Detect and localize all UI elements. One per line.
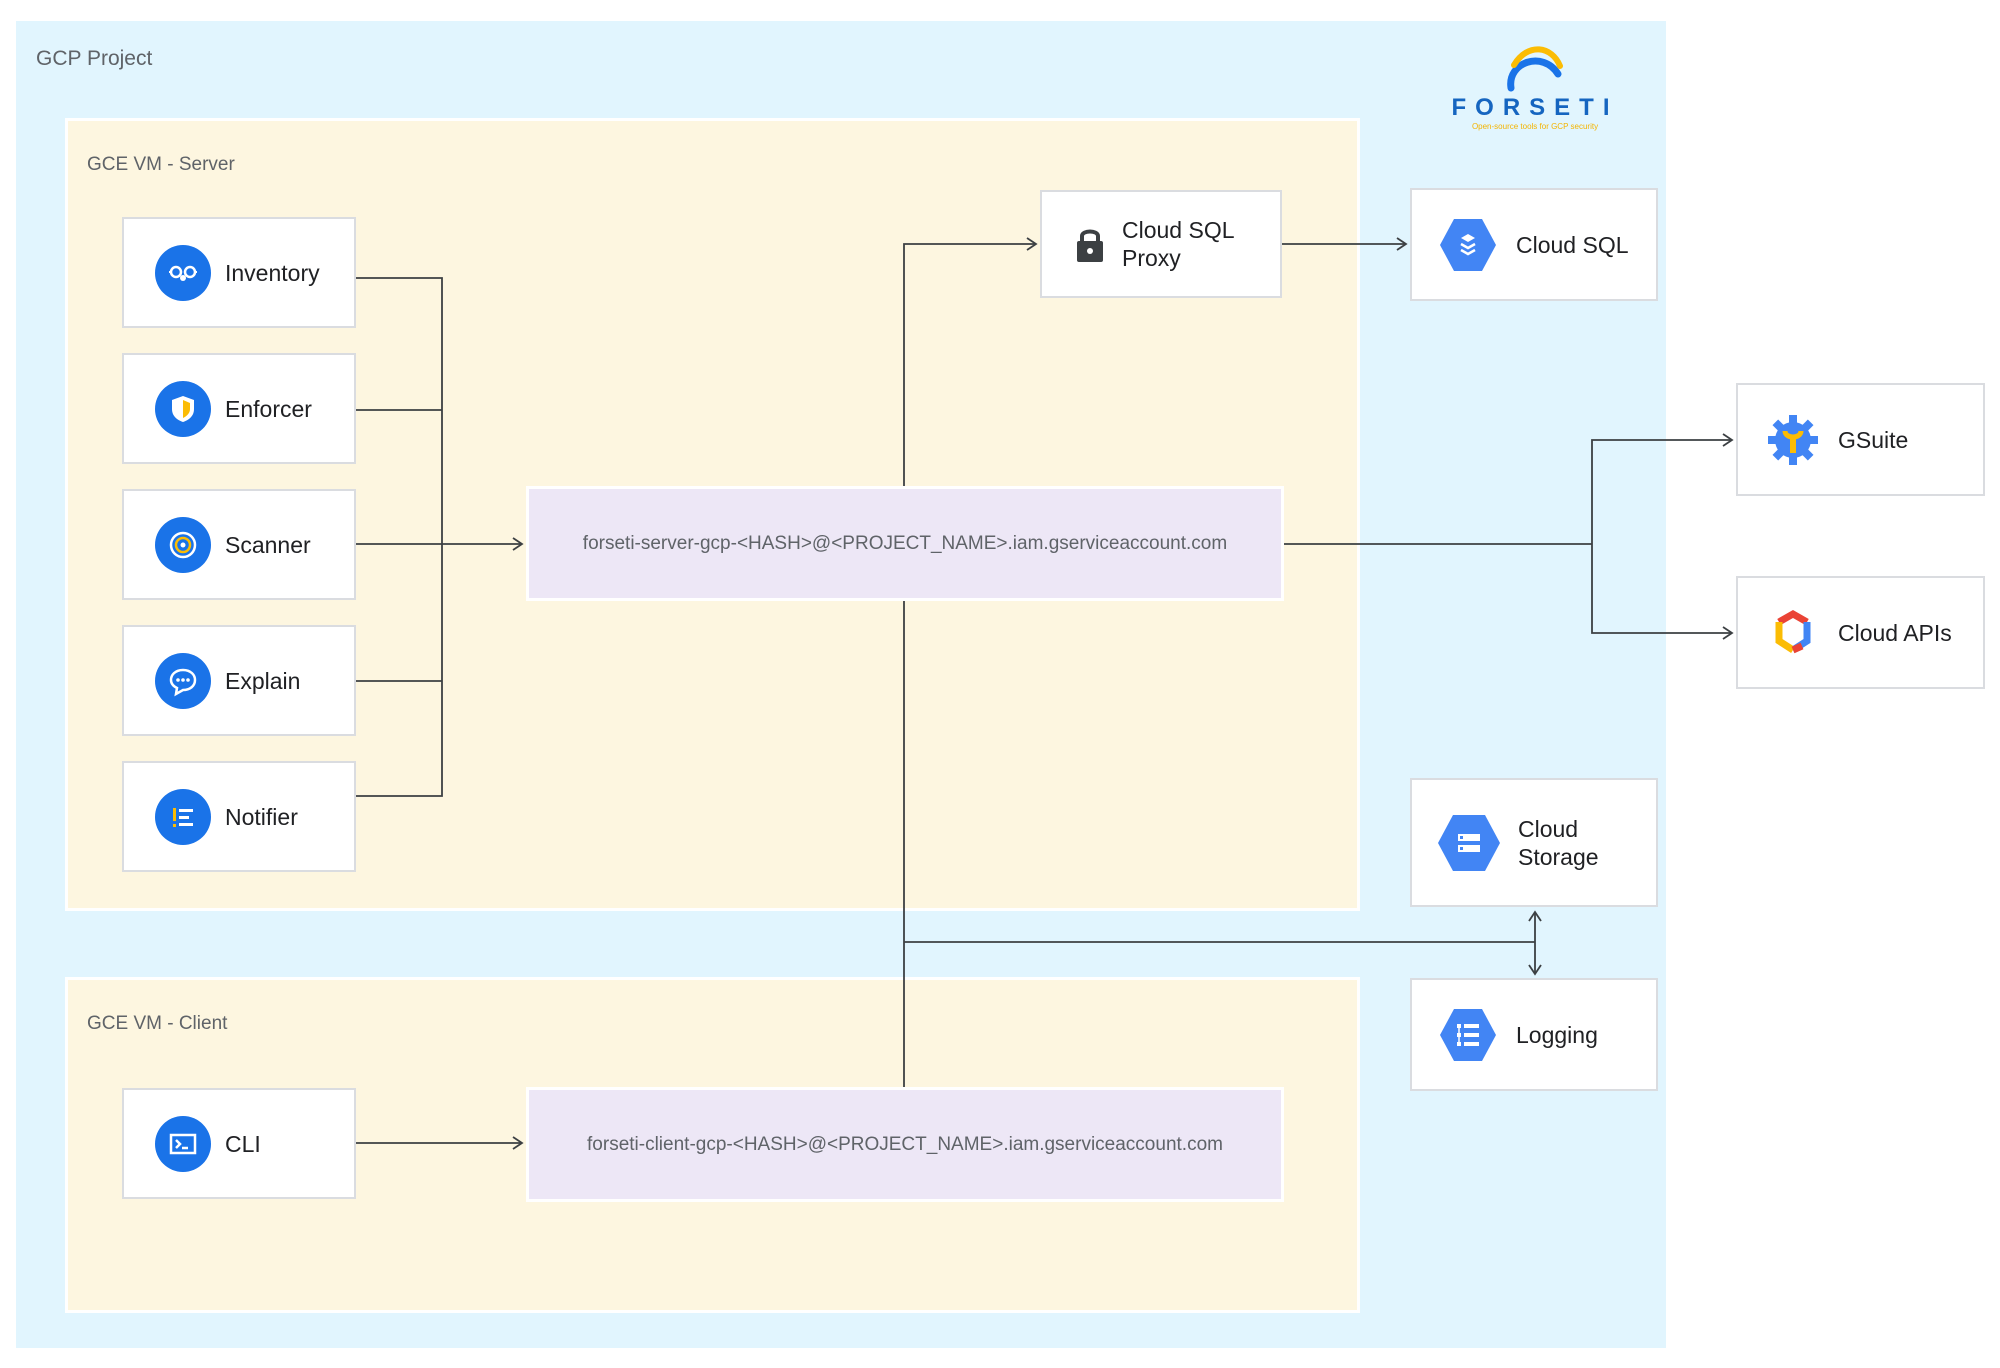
- connector-inventory: [356, 277, 443, 797]
- inventory-label: Inventory: [225, 259, 320, 286]
- explain-label: Explain: [225, 667, 301, 694]
- notifier-module[interactable]: Notifier: [122, 761, 356, 872]
- cloud-sql-proxy-box[interactable]: Cloud SQL Proxy: [1040, 190, 1282, 298]
- cloud-sql-proxy-line1: Cloud SQL: [1122, 217, 1235, 243]
- cloud-apis-hexagon-icon: [1766, 606, 1820, 660]
- notifier-list-icon: [155, 788, 211, 845]
- logging-label: Logging: [1516, 1021, 1598, 1048]
- connector-to-gsuite: [1591, 433, 1734, 544]
- cloud-sql-label: Cloud SQL: [1516, 231, 1629, 258]
- cloud-apis-service[interactable]: Cloud APIs: [1736, 576, 1985, 689]
- scanner-module[interactable]: Scanner: [122, 489, 356, 600]
- logging-icon: [1438, 1007, 1498, 1063]
- logging-service[interactable]: Logging: [1410, 978, 1658, 1091]
- inventory-icon: [155, 244, 211, 301]
- connector-to-cloud-apis: [1591, 544, 1734, 640]
- client-service-account[interactable]: forseti-client-gcp-<HASH>@<PROJECT_NAME>…: [526, 1087, 1284, 1202]
- inventory-module[interactable]: Inventory: [122, 217, 356, 328]
- server-service-account[interactable]: forseti-server-gcp-<HASH>@<PROJECT_NAME>…: [526, 486, 1284, 601]
- lock-icon: [1074, 224, 1106, 264]
- cloud-sql-proxy-line2: Proxy: [1122, 245, 1181, 271]
- cloud-storage-service[interactable]: Cloud Storage: [1410, 778, 1658, 907]
- scanner-label: Scanner: [225, 531, 311, 558]
- forseti-logo-icon: [1507, 46, 1563, 92]
- gsuite-service[interactable]: GSuite: [1736, 383, 1985, 496]
- client-vm-label: GCE VM - Client: [87, 1013, 228, 1034]
- cloud-storage-line1: Cloud: [1518, 815, 1579, 842]
- explain-module[interactable]: Explain: [122, 625, 356, 736]
- forseti-logo-tagline: Open-source tools for GCP security: [1471, 122, 1599, 131]
- enforcer-label: Enforcer: [225, 395, 312, 422]
- cloud-sql-proxy-label: Cloud SQL Proxy: [1122, 216, 1235, 272]
- explain-chat-icon: [155, 652, 211, 709]
- gcp-project-label: GCP Project: [36, 47, 153, 70]
- enforcer-module[interactable]: Enforcer: [122, 353, 356, 464]
- forseti-logo: FORSETI Open-source tools for GCP securi…: [1440, 36, 1630, 136]
- forseti-logo-wordmark: FORSETI: [1451, 94, 1619, 121]
- cloud-sql-icon: [1438, 217, 1498, 273]
- terminal-icon: [155, 1115, 211, 1172]
- gsuite-label: GSuite: [1838, 426, 1909, 453]
- cli-label: CLI: [225, 1130, 261, 1157]
- cloud-sql-service[interactable]: Cloud SQL: [1410, 188, 1658, 301]
- enforcer-shield-icon: [155, 380, 211, 437]
- gsuite-gear-icon: [1766, 413, 1820, 467]
- server-vm-label: GCE VM - Server: [87, 154, 235, 175]
- cloud-apis-label: Cloud APIs: [1838, 619, 1952, 646]
- cloud-storage-line2: Storage: [1518, 843, 1599, 870]
- cloud-storage-icon: [1436, 813, 1502, 873]
- connector-sa-to-proxy: [903, 237, 1038, 486]
- cli-module[interactable]: CLI: [122, 1088, 356, 1199]
- notifier-label: Notifier: [225, 803, 298, 830]
- cloud-storage-label: Cloud Storage: [1518, 815, 1599, 871]
- scanner-target-icon: [155, 516, 211, 573]
